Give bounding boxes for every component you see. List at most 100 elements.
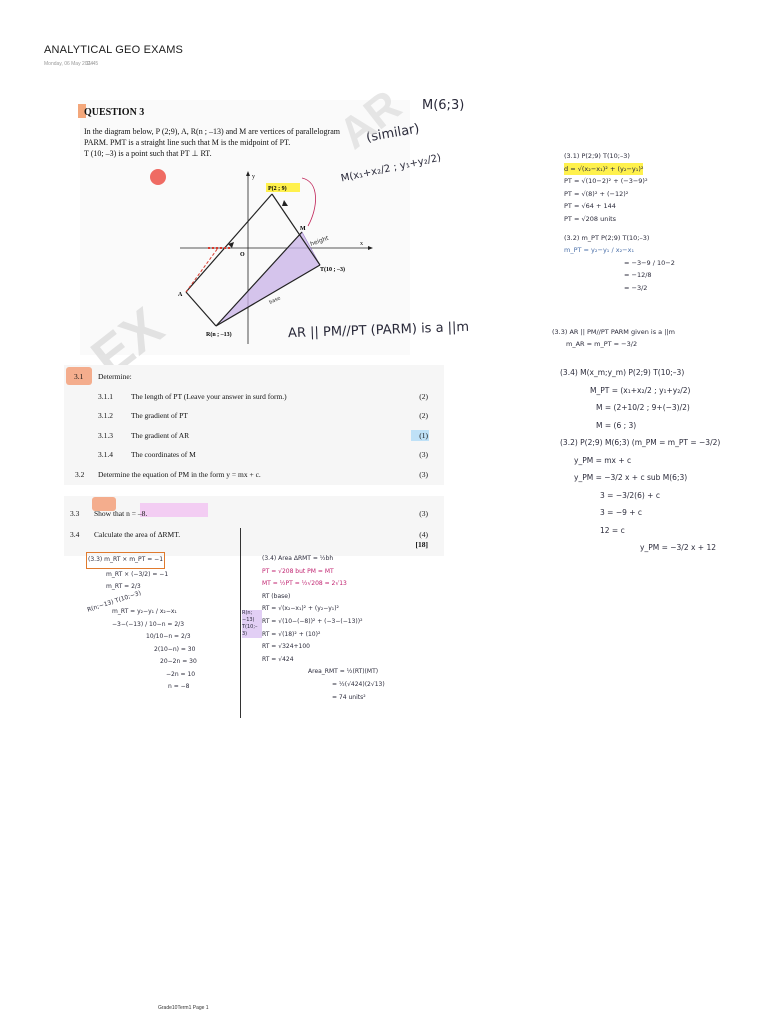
working-line: PT = √(8)² + (−12)²: [564, 189, 629, 198]
part-num: 3.1.2: [98, 411, 113, 420]
pink-highlight: [140, 503, 208, 517]
label-t: T(10 ; –3): [320, 266, 345, 273]
height-annotation: height: [309, 235, 330, 248]
side-pa: [185, 193, 273, 293]
working-line: = −3−9 / 10−2: [624, 258, 675, 267]
part-text: The gradient of AR: [131, 431, 190, 440]
right-working-column-3: (3.4) M(x_m;y_m) P(2;9) T(10;–3) M_PT = …: [560, 364, 765, 557]
highlight-mark: [78, 104, 86, 118]
question-heading: QUESTION 3: [84, 107, 145, 118]
question-text-3-3: Show that n = –8.: [94, 509, 148, 518]
label-o: O: [240, 252, 245, 258]
label-p-highlight: [266, 183, 300, 192]
question-num-3-3: 3.3: [70, 509, 80, 518]
working-line: RT = √424: [262, 655, 294, 663]
working-line: M_PT = (x₁+x₂/2 ; y₁+y₂/2): [590, 385, 691, 395]
working-line: m_PT = y₂−y₁ / x₂−x₁: [564, 246, 635, 255]
side-ar: [185, 291, 217, 327]
side-rm: [215, 231, 303, 327]
working-line: −3−(−13) / 10−n = 2/3: [112, 620, 185, 628]
label-x: x: [360, 241, 363, 247]
working-line: 10/10−n = 2/3: [146, 633, 191, 640]
working-line: (3.4) M(x_m;y_m) P(2;9) T(10;–3): [560, 368, 685, 377]
question-num-3-1: 3.1: [74, 372, 84, 381]
question-image: [80, 100, 410, 355]
red-dot-marker: [150, 169, 166, 185]
side-rt: [215, 264, 321, 327]
right-working-column: (3.1) P(2;9) T(10;–3) d = √(x₂−x₁)² + (y…: [564, 150, 764, 295]
working-line: 20−2n = 30: [160, 658, 197, 665]
determine-label: Determine:: [98, 372, 132, 381]
part-text: The length of PT (Leave your answer in s…: [131, 392, 287, 401]
working-line: (3.2) P(2;9) M(6;3) (m_PM = m_PT = −3/2): [560, 438, 721, 447]
marks-3-3: (3): [419, 509, 428, 518]
x-axis-arrow: [368, 246, 373, 250]
working-line: (3.2) m_PT P(2;9) T(10;–3): [564, 233, 650, 242]
working-line: 12 = c: [600, 525, 625, 535]
orange-marker: [92, 497, 116, 511]
question-intro-2: PARM. PMT is a straight line such that M…: [84, 138, 291, 147]
question-parts-block: [64, 365, 444, 485]
working-line: m_RT = y₂−y₁ / x₂−x₁: [112, 608, 177, 615]
question-num-3-2: 3.2: [75, 470, 85, 479]
working-line: RT (base): [262, 592, 291, 600]
working-line: PT = √208 units: [564, 214, 617, 223]
y-axis-arrow: [246, 171, 250, 176]
total-marks: [18]: [415, 540, 429, 549]
working-line: (3.4) Area ΔRMT = ½bh: [262, 555, 334, 562]
working-line: d = √(x₂−x₁)² + (y₂−y₁)²: [564, 162, 644, 176]
working-line: Area_RMT = ½(RT)(MT): [308, 668, 379, 676]
working-line: RT = √(10−(−8))² + (−3−(−13))²: [262, 617, 363, 625]
part-num: 3.1.3: [98, 431, 113, 440]
working-line: MT = ½PT = ½√208 = 2√13: [262, 580, 347, 588]
line-pmt: [271, 193, 321, 266]
page-title: ANALYTICAL GEO EXAMS: [44, 44, 184, 56]
working-line: M = (6 ; 3): [596, 420, 637, 430]
m-coordinate-note: M(6;3): [422, 98, 465, 113]
working-line: PT = √64 + 144: [564, 202, 616, 211]
question-text-3-4: Calculate the area of ΔRMT.: [94, 530, 181, 539]
part-num: 3.1.4: [98, 450, 113, 459]
parallelogram-diagram: y x O A P(2 ; 9) M T(10 ; –3) R(n ; –13)…: [178, 171, 373, 344]
working-line: M = (2+10/2 ; 9+(−3)/2): [596, 403, 690, 412]
question-intro-1: In the diagram below, P (2;9), A, R(n ; …: [84, 127, 340, 136]
part-marks: (2): [419, 392, 428, 401]
orange-marker: [66, 367, 92, 385]
left-working-column: (3.3) m_RT × m_PT = −1 m_RT × (−3/2) = −…: [86, 552, 236, 694]
label-p: P(2 ; 9): [268, 185, 287, 192]
working-line: PT = √208 but PM = MT: [262, 567, 334, 575]
mid-working-column: (3.4) Area ΔRMT = ½bh PT = √208 but PM =…: [262, 553, 432, 704]
red-dashed-line: [185, 247, 219, 293]
working-line: = 74 units²: [332, 693, 366, 701]
working-line: = −12/8: [624, 271, 652, 280]
working-line: (3.3) AR || PM//PT PARM given is a ||m: [552, 328, 675, 336]
working-line: 3 = −9 + c: [600, 508, 643, 517]
part-num: 3.1.1: [98, 392, 113, 401]
question-parts-block-2: [64, 496, 444, 556]
part-marks: (1): [419, 431, 428, 440]
blue-highlight: [411, 430, 429, 441]
part-marks: (2): [419, 411, 428, 420]
part-text: The coordinates of M: [131, 450, 196, 459]
working-line: 3 = −3/2(6) + c: [600, 490, 660, 500]
working-divider: [240, 528, 241, 718]
marks-3-2: (3): [419, 470, 428, 479]
side-label: R(n;−13) T(10;–3): [242, 610, 262, 638]
working-line: n = −8: [168, 683, 190, 690]
working-line: y_PM = −3/2 x + 12: [640, 543, 717, 552]
working-line: m_AR = m_PT = −3/2: [566, 340, 638, 348]
working-line: y_PM = mx + c: [574, 455, 632, 465]
label-y: y: [252, 174, 255, 180]
working-line: PT = √(10−2)² + (−3−9)²: [564, 177, 648, 186]
label-m: M: [300, 226, 306, 232]
side-arrow: [282, 200, 288, 206]
right-working-column-2: (3.3) AR || PM//PT PARM given is a ||m m…: [552, 326, 762, 350]
marks-3-4: (4): [419, 530, 428, 539]
working-line: (3.3) m_RT × m_PT = −1: [86, 552, 166, 569]
question-num-3-4: 3.4: [70, 530, 80, 539]
working-line: = ½(√424)(2√13): [332, 680, 385, 688]
page-footer: Grade10Term1 Page 1: [158, 1005, 209, 1011]
working-line: m_RT = 2/3: [106, 583, 141, 590]
side-arrow: [228, 242, 234, 248]
note-time: 11:45: [86, 61, 99, 67]
